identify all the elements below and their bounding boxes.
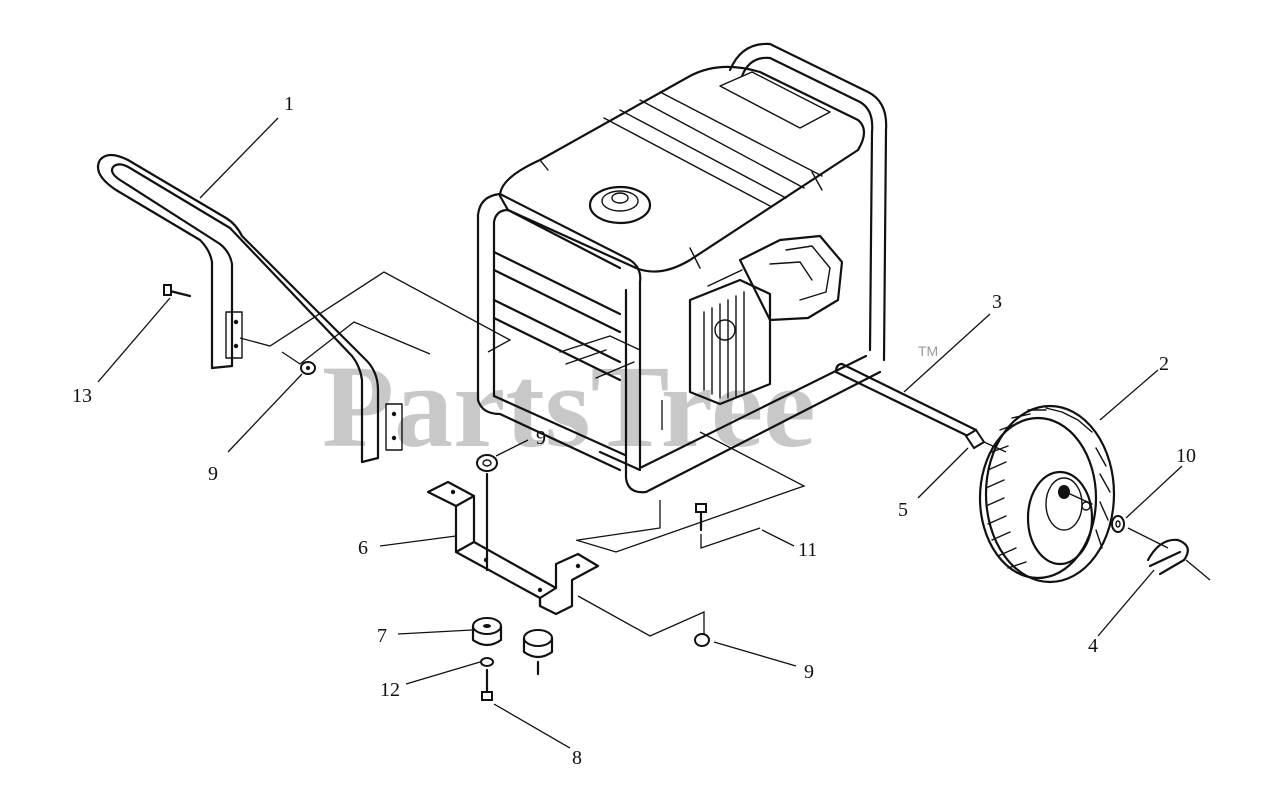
callout-10: 10 (1176, 445, 1196, 467)
callout-1: 1 (284, 93, 294, 115)
callout-3: 3 (992, 291, 1002, 313)
callout-13: 13 (72, 385, 92, 407)
callout-8: 8 (572, 747, 582, 769)
generator-frame (476, 42, 888, 494)
callout-6: 6 (358, 537, 368, 559)
callout-12: 12 (380, 679, 400, 701)
watermark-trademark: TM (918, 343, 938, 359)
part-9-nut-left (300, 361, 316, 375)
part-13-bolt (163, 284, 192, 298)
callouts: 1 2 3 4 5 6 7 8 9 9 9 10 11 12 13 (72, 93, 1196, 769)
callout-11: 11 (798, 539, 817, 561)
watermark-text: PartsTree (322, 341, 816, 472)
callout-9-right: 9 (804, 661, 814, 683)
part-4-hitch-pin (1127, 527, 1211, 581)
leader-bracket-mount-2 (577, 500, 661, 541)
callout-4: 4 (1088, 635, 1098, 657)
leader-handle-mount (239, 271, 512, 353)
part-7-rubber-foot (471, 617, 503, 647)
rubber-foot-second (522, 629, 554, 676)
part-9-nut-right (694, 633, 710, 647)
callout-2: 2 (1159, 353, 1169, 375)
part-10-washer (1111, 515, 1125, 533)
leader-handle-mount-2 (281, 321, 431, 365)
part-1-handle (96, 153, 403, 464)
fuel-cap (588, 185, 652, 225)
callout-9-center: 9 (536, 427, 546, 449)
engine (559, 234, 844, 406)
callout-leaders (97, 117, 1183, 749)
part-2-wheel (978, 404, 1116, 584)
part-11-bolt (695, 503, 761, 549)
part-12-washer (480, 657, 494, 667)
callout-5: 5 (898, 499, 908, 521)
part-6-bracket (426, 480, 600, 616)
part-8-bolt (481, 668, 493, 701)
callout-9-left: 9 (208, 463, 218, 485)
part-3-axle (834, 362, 978, 440)
fuel-tank (498, 65, 866, 273)
part-9-nut-center (476, 454, 498, 572)
leader-bracket-nut (577, 595, 705, 638)
leader-bracket-mount (575, 431, 806, 553)
callout-7: 7 (377, 625, 387, 647)
